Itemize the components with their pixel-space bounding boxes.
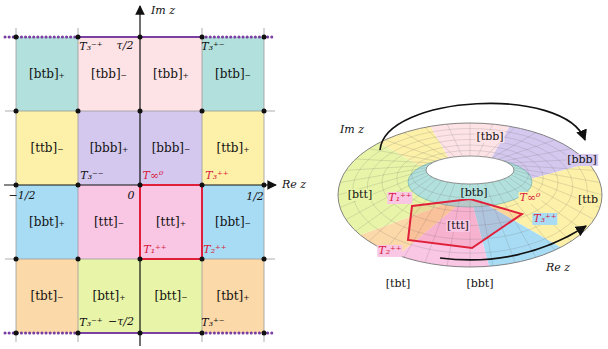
mesh-line — [447, 124, 462, 156]
axis-label: −1/2 — [8, 190, 37, 202]
region-cell: [ttb]₋ — [16, 111, 78, 185]
region-cell: [btb]₊ — [16, 37, 78, 111]
torus-label: T₁⁺⁺ — [387, 192, 412, 204]
region-name: [btb]₊ — [29, 67, 65, 81]
torus-label: [btb] — [459, 187, 488, 199]
im-cycle — [380, 103, 585, 150]
torus-label: T₃⁺⁺ — [532, 213, 557, 225]
region-name: [ttb]₊ — [216, 141, 249, 155]
mesh-line — [385, 140, 442, 159]
mesh-line — [485, 183, 515, 263]
axis-label: Im z — [150, 5, 176, 17]
mesh-line — [382, 140, 558, 226]
mesh-line — [404, 133, 448, 158]
axis-label: τ/2 — [116, 40, 135, 52]
axis-label: T₃⁻⁺ — [78, 317, 103, 329]
mesh-line — [513, 172, 600, 207]
grid-lines — [5, 28, 275, 342]
torus-sector — [470, 4, 608, 195]
axis-label: 0 — [127, 190, 136, 202]
region-name: [tbt]₊ — [216, 289, 249, 303]
torus-label: [ttt] — [446, 220, 470, 232]
torus-sector — [470, 195, 608, 349]
mesh-line — [508, 177, 584, 231]
mesh-line — [397, 145, 544, 212]
torus-label: Re z — [545, 262, 571, 274]
torus-sector — [250, 85, 470, 270]
mesh-line — [356, 159, 432, 163]
mesh-line — [356, 177, 432, 231]
region-name: [ttb]₋ — [30, 141, 63, 155]
torus-sector — [301, 195, 526, 349]
axis-label: T₃⁻⁻ — [79, 170, 104, 182]
torus-sector — [360, 0, 580, 195]
region-name: [btt]₊ — [92, 289, 125, 303]
mesh-line — [513, 168, 600, 183]
torus-label: [tbb] — [475, 131, 504, 143]
mesh-line — [385, 181, 442, 250]
torus-sector — [263, 195, 470, 336]
torus-sector — [279, 4, 470, 195]
region-cell: [tbb]₊ — [140, 37, 202, 111]
mesh-line — [470, 123, 471, 156]
axis-label: T₃⁺⁻ — [200, 317, 225, 329]
region-name: [tbt]₋ — [30, 289, 63, 303]
axis-label: T₃⁻⁺ — [78, 41, 103, 53]
mesh-line — [346, 175, 429, 220]
torus-inner-wall — [408, 157, 532, 207]
axis-label: T₂⁺⁺ — [202, 244, 227, 256]
torus-mesh — [338, 123, 602, 267]
axis-label: T₃⁺⁺ — [204, 170, 229, 182]
torus-hole — [426, 156, 514, 184]
region-name: [tbb]₋ — [91, 67, 127, 81]
axis-label: 1/2 — [245, 191, 265, 203]
mesh-line — [346, 165, 429, 170]
region-name: [bbb]₊ — [90, 141, 129, 155]
fundamental-patch — [408, 199, 522, 248]
region-name: [ttt]₋ — [94, 215, 124, 229]
period-boundary — [5, 37, 275, 333]
torus-label: T∞⁰ — [519, 192, 542, 204]
mesh-line — [369, 149, 436, 161]
axis-label: T₁⁺⁺ — [142, 244, 167, 256]
region-name: [bbt]₋ — [215, 215, 251, 229]
mesh-line — [340, 168, 427, 183]
mesh-line — [498, 140, 555, 159]
fundamental-cell — [140, 185, 202, 259]
torus-label: [bbt] — [465, 278, 494, 290]
torus-label: Im z — [339, 124, 365, 136]
torus-surface — [250, 0, 608, 349]
axis-label: −τ/2 — [107, 316, 135, 328]
region-name: [bbb]₋ — [152, 141, 191, 155]
region-cell: [tbt]₋ — [16, 259, 78, 333]
mesh-line — [504, 179, 571, 241]
mesh-line — [425, 127, 455, 157]
torus-label: T₂⁺⁺ — [377, 245, 402, 257]
torus-label: [ttb — [577, 194, 599, 206]
torus-label: [bbb] — [566, 154, 598, 166]
mesh-line — [367, 134, 572, 239]
axis-label: T₃⁺⁻ — [200, 41, 225, 53]
torus-label: [tbt] — [385, 278, 411, 290]
torus-outline — [338, 123, 602, 267]
lattice-points — [14, 35, 267, 336]
region-name: [bbt]₊ — [29, 215, 65, 229]
mesh-line — [340, 172, 427, 207]
axis-label: Re z — [281, 179, 307, 191]
region-name: [tbb]₊ — [153, 67, 189, 81]
mesh-line — [353, 129, 588, 254]
torus-label: [btt] — [347, 189, 373, 201]
region-name: [btb]₋ — [215, 67, 251, 81]
region-name: [btt]₋ — [154, 289, 187, 303]
mesh-line — [369, 179, 436, 241]
region-name: [ttt]₊ — [156, 215, 186, 229]
axis-label: T∞⁰ — [142, 170, 165, 182]
region-cell: [btt]₋ — [140, 259, 202, 333]
mesh-line — [504, 149, 571, 161]
